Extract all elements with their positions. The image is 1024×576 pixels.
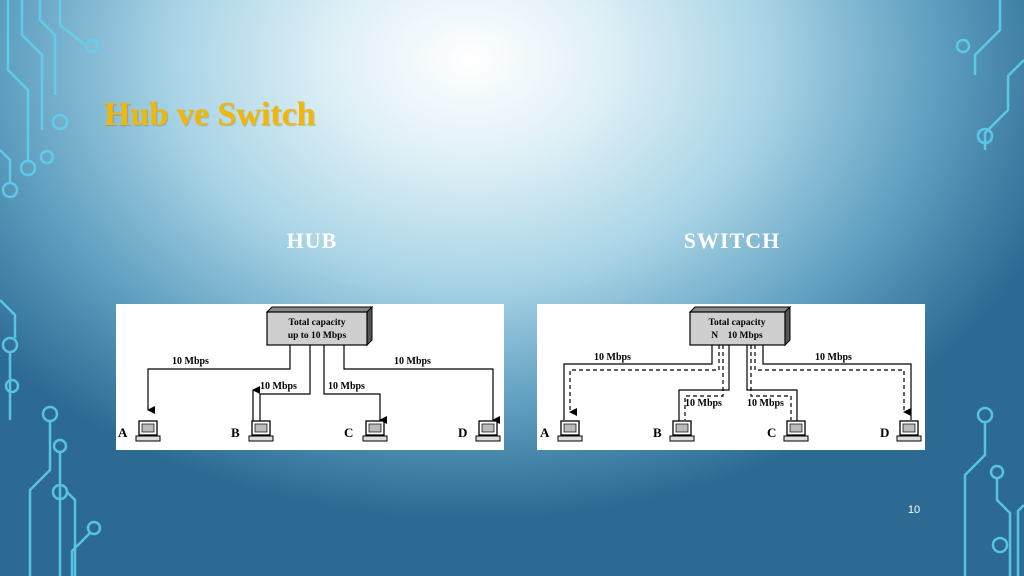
- switch-link-d-label: 10 Mbps: [815, 352, 852, 363]
- switch-pc-a-icon: [557, 420, 583, 442]
- switch-box-line1: Total capacity: [709, 318, 766, 328]
- hub-box-line2: up to 10 Mbps: [288, 331, 347, 341]
- switch-box-line2: N 10 Mbps: [711, 331, 763, 341]
- hub-pc-a-icon: [135, 420, 161, 442]
- switch-diagram: Total capacity N 10 Mbps 10 Mbps 10 Mbps…: [537, 304, 925, 450]
- switch-link-b-label: 10 Mbps: [685, 398, 722, 409]
- hub-pc-c-icon: [362, 420, 388, 442]
- switch-link-c-label: 10 Mbps: [747, 398, 784, 409]
- switch-pc-d-icon: [896, 420, 922, 442]
- hub-heading: HUB: [286, 228, 338, 253]
- slide-title: Hub ve Switch: [104, 96, 316, 133]
- switch-node-c: C: [767, 425, 776, 440]
- switch-node-b: B: [653, 425, 662, 440]
- hub-link-b-label: 10 Mbps: [260, 381, 297, 392]
- hub-pc-b-icon: [248, 420, 274, 442]
- switch-link-a-label: 10 Mbps: [594, 352, 631, 363]
- switch-node-a: A: [540, 425, 550, 440]
- hub-box-line1: Total capacity: [289, 318, 346, 328]
- switch-node-d: D: [880, 425, 889, 440]
- hub-link-c-label: 10 Mbps: [328, 381, 365, 392]
- hub-node-a: A: [118, 425, 128, 440]
- hub-link-a-label: 10 Mbps: [172, 356, 209, 367]
- switch-pc-b-icon: [669, 420, 695, 442]
- hub-device-box: Total capacity up to 10 Mbps: [265, 305, 374, 347]
- switch-pc-c-icon: [783, 420, 809, 442]
- page-number: 10: [907, 504, 921, 516]
- hub-node-c: C: [344, 425, 353, 440]
- switch-device-box: Total capacity N 10 Mbps: [688, 305, 792, 347]
- hub-diagram: Total capacity up to 10 Mbps 10 Mbps 10 …: [116, 304, 504, 450]
- hub-node-d: D: [458, 425, 467, 440]
- hub-pc-d-icon: [475, 420, 501, 442]
- hub-link-d-label: 10 Mbps: [394, 356, 431, 367]
- switch-heading: SWITCH: [683, 228, 781, 253]
- hub-node-b: B: [231, 425, 240, 440]
